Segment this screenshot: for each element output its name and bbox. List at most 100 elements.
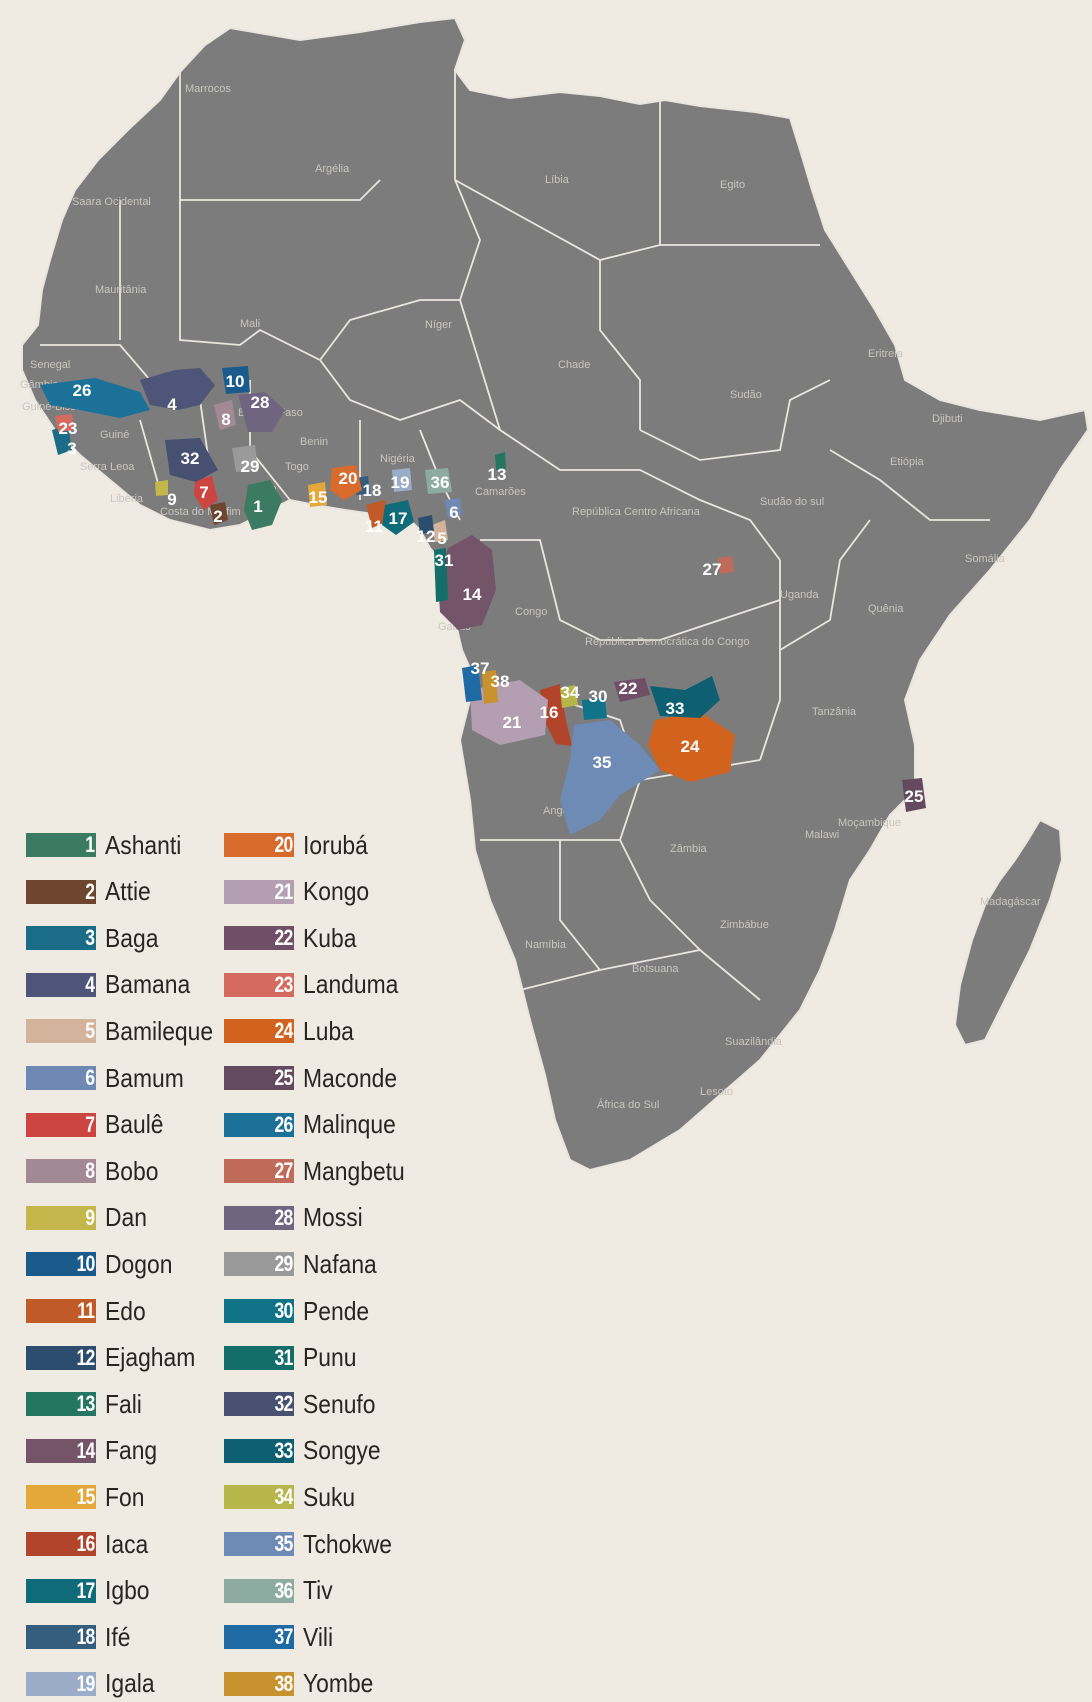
region-number: 5 [437,529,446,548]
region-number: 32 [181,449,200,468]
region-16-iaca [540,684,572,746]
country-label: Serra Leoa [80,461,135,473]
region-8-bobo [214,400,236,430]
country-label: África do Sul [597,1098,659,1111]
legend-swatch: 27 [224,1159,294,1184]
country-label: Chade [558,359,590,371]
legend-label: Punu [303,1342,357,1373]
legend-item: 10 Dogon [26,1249,182,1279]
legend-swatch: 20 [224,833,294,857]
region-number: 31 [435,551,454,570]
region-number: 25 [905,787,924,806]
legend-number: 23 [274,971,293,997]
country-label: Malawi [805,829,839,841]
country-label: Camarões [475,486,526,498]
country-label: Somália [965,553,1006,565]
legend-number: 2 [85,878,95,904]
legend-label: Edo [105,1295,146,1326]
legend-swatch: 38 [224,1670,294,1696]
legend-swatch: 18 [26,1625,96,1650]
region-number: 23 [59,419,78,438]
region-number: 19 [391,473,410,492]
legend-label: Baga [105,922,159,953]
legend-item: 24 Luba [224,1016,361,1046]
region-number: 37 [471,659,490,678]
region-37-vili [462,665,482,702]
legend-swatch: 1 [26,833,96,857]
legend-number: 21 [274,878,293,904]
country-label: Namíbia [525,939,567,951]
country-label: Sudão do sul [760,496,824,508]
legend-number: 28 [274,1204,293,1230]
region-number: 17 [389,509,408,528]
legend-number: 7 [85,1111,95,1137]
legend-item: 18 Ifé [26,1622,134,1652]
legend-label: Dan [105,1202,147,1233]
region-22-kuba [614,678,650,702]
region-number: 22 [619,679,638,698]
legend-number: 8 [85,1158,95,1184]
country-label: Moçambique [838,817,901,829]
region-35-tchokwe [560,720,660,835]
legend-label: Bamum [105,1062,184,1093]
region-12-ejagham [418,515,434,534]
legend-label: Suku [303,1481,356,1512]
legend-swatch: 19 [26,1671,96,1696]
region-numbers: 1 2 3 4 5 6 7 8 9 10 11 12 13 14 15 16 1… [59,372,924,806]
legend-item: 38 Yombe [224,1668,383,1699]
region-2-attie [210,502,228,525]
legend-number: 12 [76,1344,95,1370]
legend-number: 38 [274,1670,293,1696]
legend-swatch: 29 [224,1252,294,1277]
legend-number: 26 [274,1111,293,1137]
region-34-suku [560,685,578,708]
region-number: 10 [226,372,245,391]
region-number: 24 [681,737,700,756]
legend-swatch: 12 [26,1344,96,1370]
region-4-bamana [140,368,215,410]
region-20-ioruba [330,465,362,500]
legend-number: 24 [274,1018,293,1044]
region-number: 21 [503,713,522,732]
legend-number: 14 [76,1437,95,1463]
region-number: 7 [199,483,208,502]
legend-number: 32 [274,1391,293,1417]
region-24-luba [648,712,735,782]
legend-label: Dogon [105,1248,173,1279]
legend-number: 6 [85,1065,95,1090]
legend-swatch: 24 [224,1018,294,1044]
legend-swatch: 25 [224,1066,294,1090]
legend-label: Yombe [303,1668,374,1699]
legend-label: Pende [303,1295,370,1326]
legend-label: Luba [303,1015,354,1046]
legend-number: 10 [76,1251,95,1277]
region-number: 26 [73,381,92,400]
legend-label: Ifé [105,1621,131,1652]
legend-item: 6 Bamum [26,1063,195,1093]
country-label: Quênia [868,603,904,615]
region-number: 28 [251,393,270,412]
legend-swatch: 28 [224,1204,294,1230]
country-label: Zâmbia [670,843,708,855]
legend-label: Kuba [303,922,357,953]
legend-number: 1 [85,832,95,857]
legend-swatch: 7 [26,1111,96,1137]
country-label: Sudão [730,389,762,401]
legend-swatch: 16 [26,1532,96,1556]
